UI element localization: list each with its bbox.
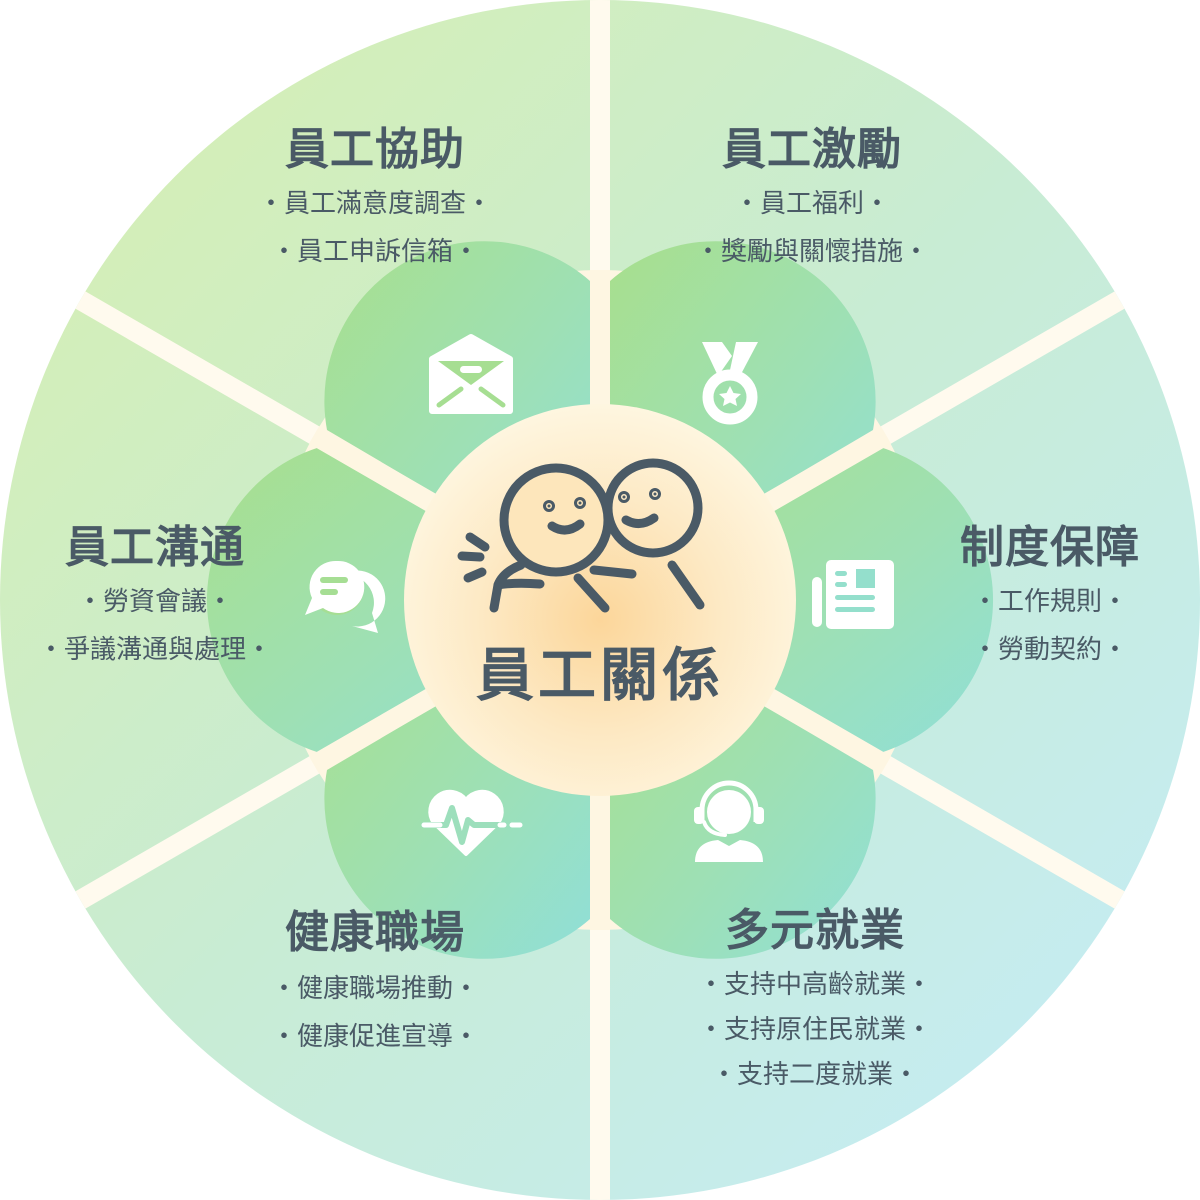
chat-bubbles-icon bbox=[305, 560, 386, 633]
bulge-employee-communication bbox=[206, 448, 581, 752]
sector-employee-incentives: 員工激勵 ・員工福利・ ・獎勵與關懷措施・ bbox=[652, 122, 972, 276]
bulge-institutional-safeguards bbox=[620, 448, 994, 752]
sector-item: ・勞資會議・ bbox=[76, 587, 233, 617]
medal-icon bbox=[702, 342, 758, 425]
sector-diverse-employment: 多元就業 ・支持中高齡就業・ ・支持原住民就業・ ・支持二度就業・ bbox=[650, 903, 980, 1098]
sector-title: 健康職場 bbox=[285, 907, 465, 958]
sector-item: ・勞動契約・ bbox=[971, 635, 1128, 665]
sector-item: ・員工滿意度調查・ bbox=[257, 189, 492, 219]
sector-item: ・支持二度就業・ bbox=[710, 1060, 919, 1090]
sector-healthy-workplace: 健康職場 ・健康職場推動・ ・健康促進宣導・ bbox=[225, 905, 525, 1061]
sector-institutional-safeguards: 制度保障 ・工作規則・ ・勞動契約・ bbox=[930, 520, 1170, 674]
sector-item: ・健康職場推動・ bbox=[270, 974, 479, 1004]
sector-item: ・員工福利・ bbox=[733, 189, 890, 219]
two-friends-icon bbox=[457, 458, 705, 613]
sector-title: 員工協助 bbox=[285, 124, 465, 175]
newspaper-icon bbox=[812, 560, 894, 629]
sector-title: 多元就業 bbox=[725, 905, 905, 956]
sector-title: 制度保障 bbox=[960, 522, 1140, 573]
sector-employee-communication: 員工溝通 ・勞資會議・ ・爭議溝通與處理・ bbox=[10, 520, 300, 674]
sector-item: ・獎勵與關懷措施・ bbox=[694, 237, 929, 267]
headset-person-icon bbox=[694, 780, 764, 862]
sector-title: 員工溝通 bbox=[65, 522, 245, 573]
sector-item: ・支持中高齡就業・ bbox=[697, 970, 932, 1000]
heartbeat-icon bbox=[421, 789, 523, 856]
sector-item: ・工作規則・ bbox=[971, 587, 1128, 617]
sector-item: ・支持原住民就業・ bbox=[697, 1015, 932, 1045]
center-title: 員工關係 bbox=[475, 641, 724, 709]
sector-item: ・健康促進宣導・ bbox=[270, 1022, 479, 1052]
sector-item: ・員工申訴信箱・ bbox=[270, 237, 479, 267]
sector-item: ・爭議溝通與處理・ bbox=[37, 635, 272, 665]
sector-employee-assistance: 員工協助 ・員工滿意度調查・ ・員工申訴信箱・ bbox=[215, 122, 535, 276]
sector-title: 員工激勵 bbox=[722, 124, 902, 175]
envelope-icon bbox=[429, 334, 513, 414]
